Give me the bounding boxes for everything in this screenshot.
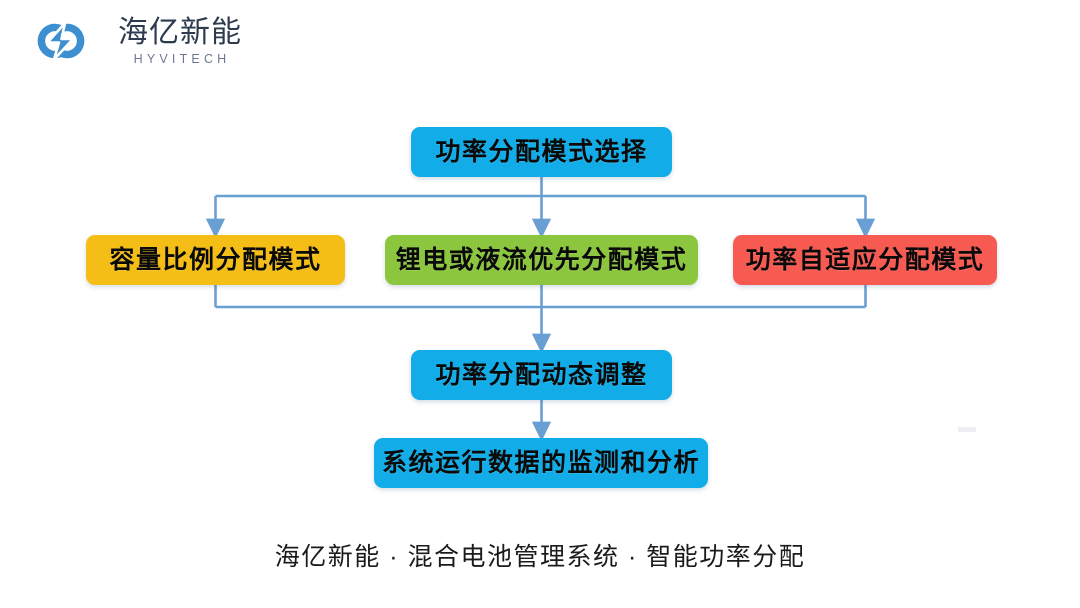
brand-logo: 海亿新能 HYVITECH: [18, 14, 242, 67]
flow-node-power-adaptive-mode[interactable]: 功率自适应分配模式: [733, 235, 997, 285]
brand-text-block: 海亿新能 HYVITECH: [118, 14, 242, 67]
flow-node-lithium-or-flow-priority-mode[interactable]: 锂电或液流优先分配模式: [385, 235, 698, 285]
brand-name-en: HYVITECH: [133, 52, 231, 66]
footer-caption: 海亿新能 · 混合电池管理系统 · 智能功率分配: [274, 543, 806, 571]
infinity-bolt-logo-icon: [37, 21, 85, 61]
flow-node-capacity-ratio-mode[interactable]: 容量比例分配模式: [86, 235, 345, 285]
flow-node-monitoring-and-analysis[interactable]: 系统运行数据的监测和分析: [374, 438, 708, 488]
flow-node-dynamic-adjustment[interactable]: 功率分配动态调整: [411, 350, 672, 400]
flow-node-power-allocation-mode-selection[interactable]: 功率分配模式选择: [411, 127, 672, 177]
faint-artifact-mark: [958, 427, 976, 432]
brand-name-cn: 海亿新能: [118, 16, 242, 49]
